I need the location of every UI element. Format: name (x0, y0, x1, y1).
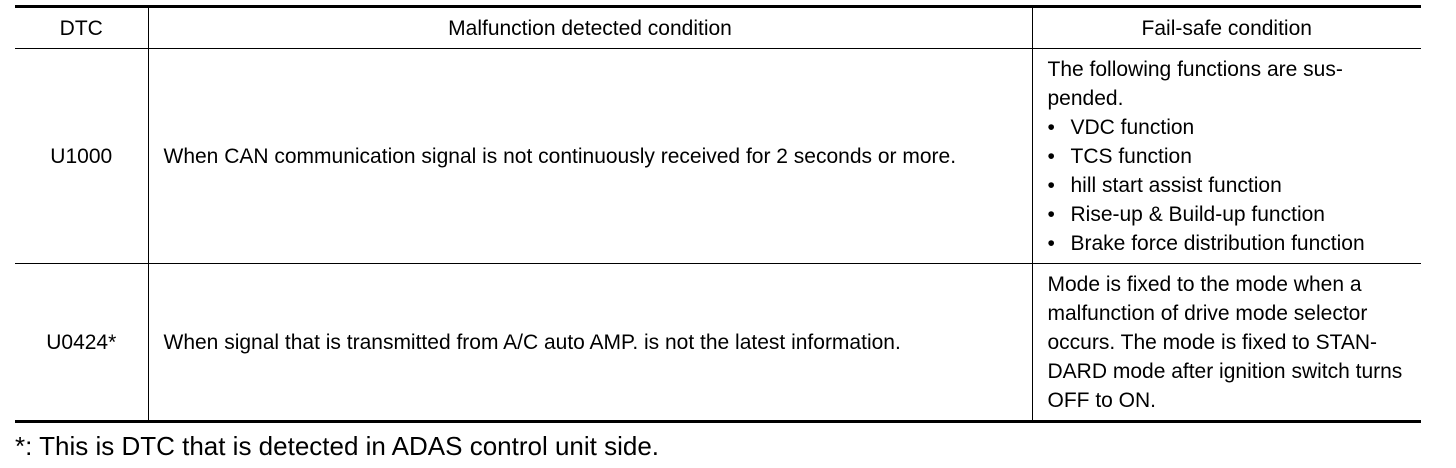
header-failsafe-condition: Fail-safe condition (1031, 5, 1421, 49)
malfunction-condition: When CAN communication signal is not con… (147, 48, 1033, 264)
footnote: *: This is DTC that is detected in ADAS … (15, 431, 660, 461)
list-item-label: hill start assist function (1070, 173, 1282, 197)
malfunction-condition: When signal that is transmitted from A/C… (147, 263, 1033, 423)
failsafe-intro: The following functions are sus-pended. (1047, 57, 1343, 110)
header-malfunction-condition: Malfunction detected condition (147, 5, 1033, 49)
list-item-label: VDC function (1070, 115, 1195, 139)
dtc-table: DTC Malfunction detected condition Fail-… (15, 5, 1421, 423)
table-row: U1000 When CAN communication signal is n… (15, 48, 1421, 264)
table-body: U1000 When CAN communication signal is n… (15, 48, 1421, 423)
list-item: • Rise-up & Build-up function (1048, 200, 1410, 229)
list-item-label: Rise-up & Build-up function (1070, 202, 1325, 226)
bullet-icon: • (1047, 202, 1055, 226)
list-item-label: TCS function (1070, 144, 1192, 168)
bullet-icon: • (1047, 144, 1055, 168)
bullet-icon: • (1047, 173, 1055, 197)
dtc-code: U1000 (15, 48, 149, 264)
bullet-icon: • (1047, 231, 1055, 255)
header-dtc: DTC (15, 5, 149, 49)
list-item: • hill start assist function (1048, 171, 1410, 200)
list-item: • TCS function (1048, 142, 1410, 171)
failsafe-condition: Mode is fixed to the mode when a malfunc… (1031, 263, 1421, 423)
table-row: U0424* When signal that is transmitted f… (15, 263, 1421, 423)
list-item: • VDC function (1048, 113, 1410, 142)
dtc-code: U0424* (15, 263, 149, 423)
list-item: • Brake force distribution function (1048, 229, 1410, 258)
bullet-icon: • (1047, 115, 1055, 139)
header-row: DTC Malfunction detected condition Fail-… (15, 5, 1421, 49)
failsafe-function-list: • VDC function • TCS function • hill start … (1048, 113, 1410, 258)
list-item-label: Brake force distribution function (1070, 231, 1365, 255)
failsafe-condition: The following functions are sus-pended. … (1031, 48, 1421, 264)
table-header: DTC Malfunction detected condition Fail-… (15, 5, 1421, 49)
